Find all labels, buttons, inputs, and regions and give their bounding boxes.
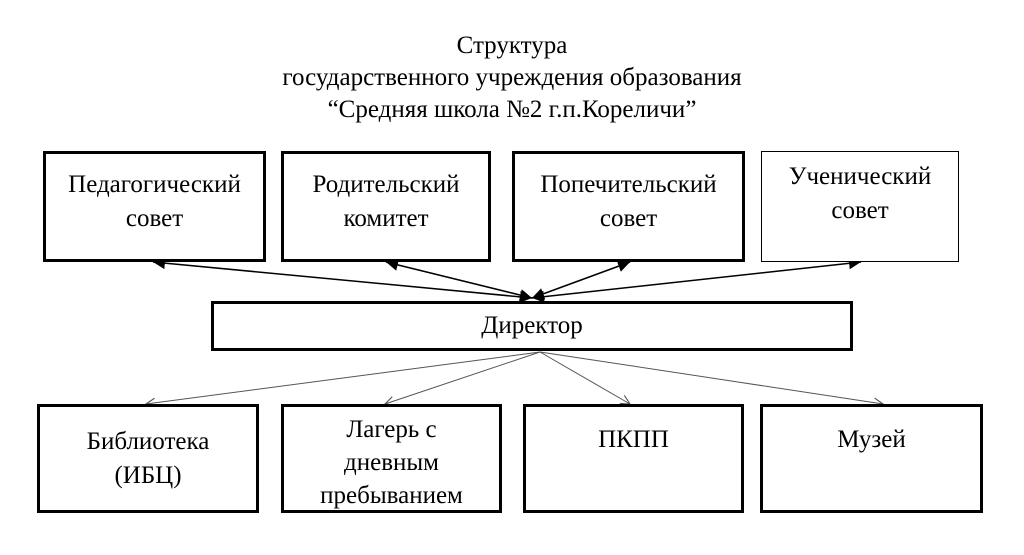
label-trustees-council: Попечительский совет <box>540 171 717 232</box>
box-museum: Музей <box>760 404 983 513</box>
box-students-council: Ученический совет <box>761 151 959 262</box>
box-pkpp: ПКПП <box>523 404 744 513</box>
arrow-director-library <box>146 351 541 404</box>
label-pkpp: ПКПП <box>598 426 669 453</box>
box-camp: Лагерь с дневным пребыванием <box>281 404 502 513</box>
label-director: Директор <box>481 312 583 339</box>
arrow-director-students <box>531 257 862 303</box>
label-museum: Музей <box>837 426 906 453</box>
chart-title-line-1: Структура <box>456 32 568 59</box>
box-trustees-council: Попечительский совет <box>512 151 745 262</box>
box-pedagogical-council: Педагогический совет <box>43 151 266 262</box>
box-director: Директор <box>211 301 853 351</box>
chart-title-line-2: государственного учреждения образования <box>282 64 742 91</box>
label-parents-committee: Родительский комитет <box>312 171 460 232</box>
box-parents-committee: Родительский комитет <box>281 151 491 262</box>
arrow-director-pedagogical <box>152 257 533 303</box>
label-library: Библиотека (ИБЦ) <box>86 428 210 489</box>
arrow-director-museum <box>539 351 883 404</box>
arrow-director-pkpp <box>539 351 630 404</box>
box-library: Библиотека (ИБЦ) <box>37 404 259 513</box>
label-students-council: Ученический совет <box>788 163 932 224</box>
label-pedagogical-council: Педагогический совет <box>68 171 241 232</box>
arrow-director-camp <box>385 351 541 404</box>
chart-title-line-3: “Средняя школа №2 г.п.Кореличи” <box>327 96 697 123</box>
arrow-director-parents <box>385 259 533 301</box>
label-camp: Лагерь с дневным пребыванием <box>320 416 463 509</box>
